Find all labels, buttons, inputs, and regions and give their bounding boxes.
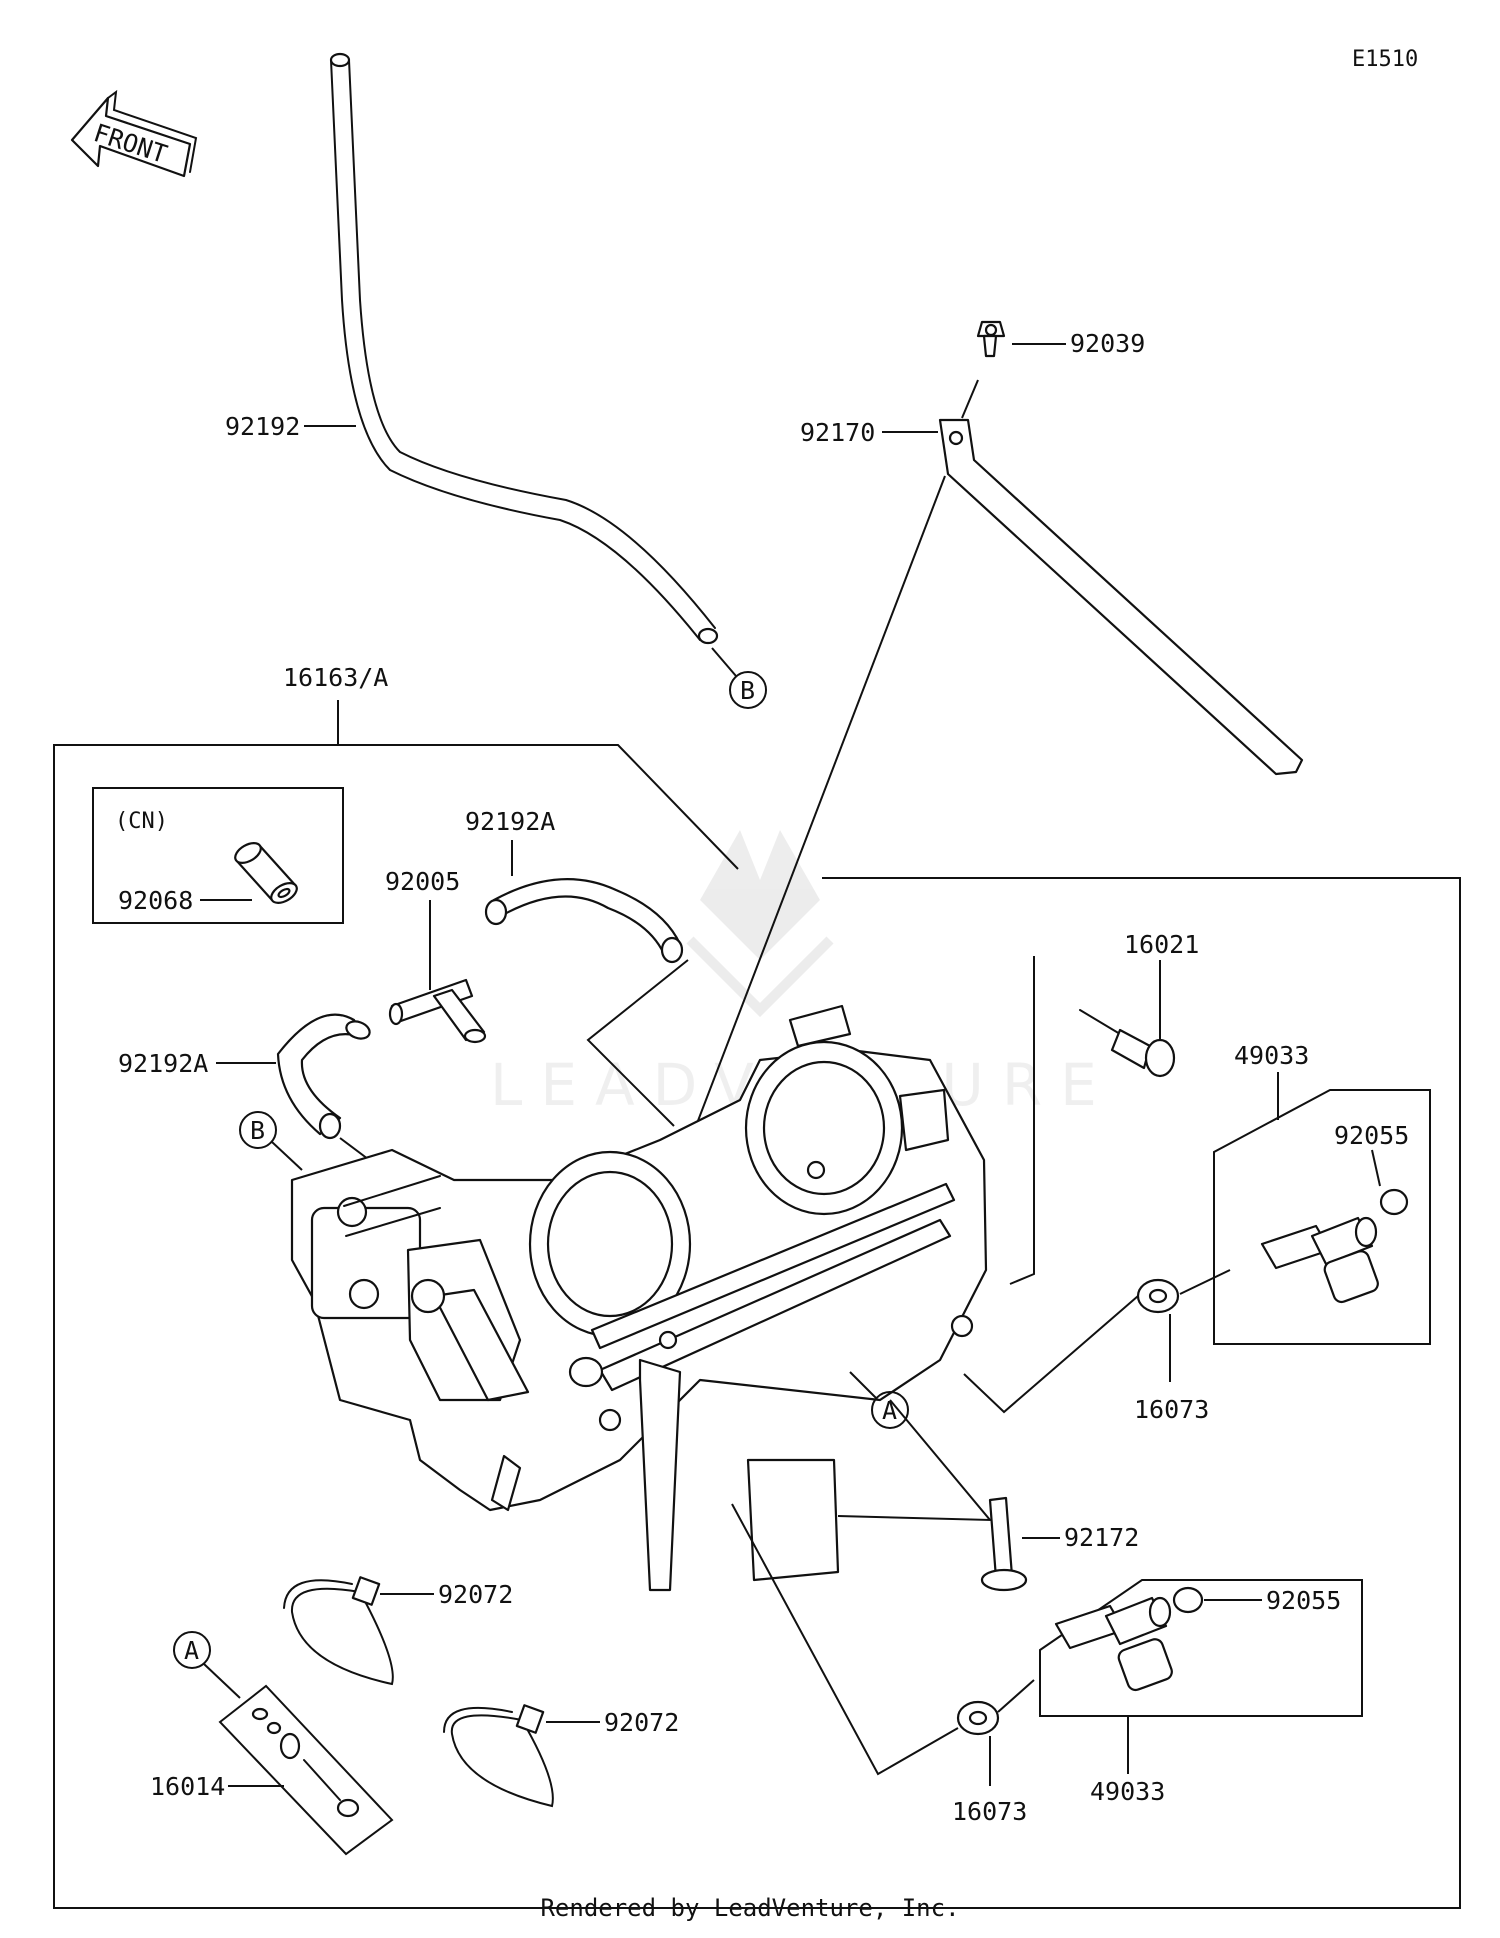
callout-b-top-label: B (740, 676, 755, 705)
callout-b-left-label: B (250, 1116, 265, 1145)
watermark-logo (686, 830, 834, 1018)
injector-49033-top (1260, 1216, 1379, 1304)
label-92072-lower: 92072 (604, 1708, 679, 1737)
label-92039: 92039 (1070, 329, 1145, 358)
hose-92192a-upper (484, 877, 684, 964)
label-92170: 92170 (800, 418, 875, 447)
seal-16073-top (1136, 1278, 1180, 1314)
label-16163-a: 16163/A (283, 663, 388, 692)
label-92068: 92068 (118, 886, 193, 915)
clamp-92072-upper (283, 1576, 394, 1686)
label-16073-bottom: 16073 (952, 1797, 1027, 1826)
plug-92068 (234, 842, 298, 904)
injector-group-top-box (1213, 1089, 1431, 1345)
screw-92172 (980, 1496, 1028, 1592)
callout-a-body-label: A (882, 1396, 897, 1425)
label-49033-bottom: 49033 (1090, 1777, 1165, 1806)
hose-92192a-left (276, 1013, 371, 1140)
callout-b-top (729, 671, 767, 709)
label-16021: 16021 (1124, 930, 1199, 959)
breather-hose-92192 (329, 52, 719, 645)
cn-label: (CN) (115, 809, 168, 834)
assembly-outline (53, 744, 1461, 1909)
label-92005: 92005 (385, 867, 460, 896)
label-16073-top: 16073 (1134, 1395, 1209, 1424)
band-clip-92039 (976, 320, 1006, 358)
callout-b-left (239, 1111, 277, 1149)
label-92192a-left: 92192A (118, 1049, 208, 1078)
o-ring-92055-top (1379, 1188, 1409, 1216)
screw-set-outline (218, 1684, 394, 1856)
injector-49033-bottom (1054, 1596, 1173, 1692)
label-92055-top: 92055 (1334, 1121, 1409, 1150)
callout-a-left (173, 1631, 211, 1669)
label-92055-bottom: 92055 (1266, 1586, 1341, 1615)
o-ring-92055-bottom (1172, 1586, 1204, 1614)
joint-92005 (388, 978, 487, 1044)
label-16014: 16014 (150, 1772, 225, 1801)
clamp-92072-lower (443, 1704, 554, 1808)
label-49033-top: 49033 (1234, 1041, 1309, 1070)
label-92172: 92172 (1064, 1523, 1139, 1552)
callout-a-body (871, 1391, 909, 1429)
figure-code: E1510 (1352, 47, 1418, 72)
footer-credit: Rendered by LeadVenture, Inc. (540, 1894, 960, 1922)
front-arrow-icon: FRONT (70, 89, 198, 178)
label-92192: 92192 (225, 412, 300, 441)
callout-a-left-label: A (184, 1636, 199, 1665)
seal-16073-bottom (956, 1700, 1000, 1736)
band-92170 (938, 418, 1304, 776)
screw-set-16014 (251, 1707, 360, 1818)
label-92072-upper: 92072 (438, 1580, 513, 1609)
throttle-body-assembly (290, 1004, 988, 1592)
label-92192a-upper: 92192A (465, 807, 555, 836)
injector-group-bottom-box (1039, 1579, 1363, 1717)
cn-variant-box (92, 787, 344, 924)
